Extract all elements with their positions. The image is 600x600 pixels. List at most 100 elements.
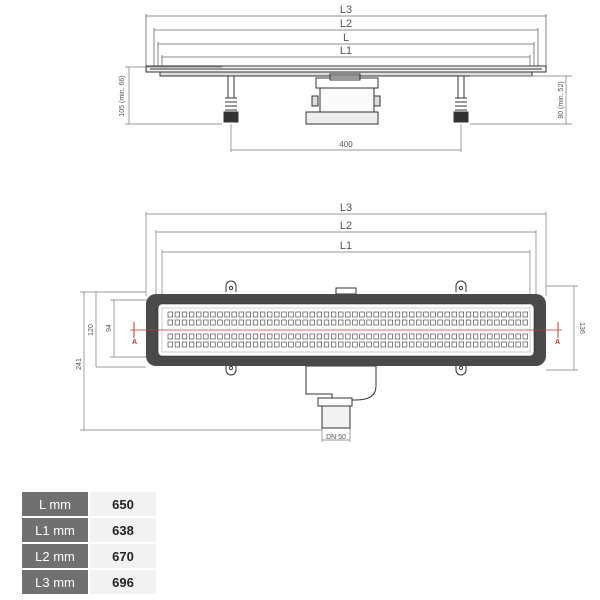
grate-slot xyxy=(238,319,244,326)
grate-slot xyxy=(508,333,514,340)
mounting-brackets xyxy=(225,280,467,376)
grate-slot xyxy=(401,333,408,340)
grate-slot xyxy=(373,333,379,340)
grate-slot xyxy=(508,311,514,318)
row-value: 670 xyxy=(89,543,156,570)
grate-slot xyxy=(189,341,195,348)
grate-slot xyxy=(494,333,500,340)
row-value: 638 xyxy=(89,517,156,544)
grate-slot xyxy=(167,341,173,348)
grate-slot xyxy=(380,333,386,340)
grate-slot xyxy=(288,333,294,340)
table-row: L3 mm 696 xyxy=(22,569,156,596)
grate-slot xyxy=(196,311,202,318)
grate-slot xyxy=(231,341,237,348)
grate-slot xyxy=(487,319,493,326)
dim-label-width-120: 120 xyxy=(88,324,95,336)
grate-slot xyxy=(423,333,429,340)
grate-slot xyxy=(501,319,507,326)
grate-slot xyxy=(267,333,273,340)
grate-slot xyxy=(494,341,500,348)
grate-slot xyxy=(472,319,479,326)
grate-slot xyxy=(274,311,280,318)
grate-slot xyxy=(501,311,507,318)
grate-slot xyxy=(366,311,372,318)
grate-slot xyxy=(323,319,330,326)
dim-label-width-94: 94 xyxy=(106,324,113,332)
grate-slot xyxy=(409,341,415,348)
grate-slot xyxy=(323,311,330,318)
grate-slot xyxy=(394,319,401,326)
grate-slot xyxy=(245,333,252,340)
grate-slot xyxy=(508,319,514,326)
dim-label-L1-plan: L1 xyxy=(340,240,352,252)
row-value: 696 xyxy=(89,569,156,596)
dim-label-leg-spacing: 400 xyxy=(339,140,353,149)
grate-slot xyxy=(394,333,401,340)
dim-label-L-top: L xyxy=(343,32,349,44)
grate-slot xyxy=(373,341,379,348)
grate-slot xyxy=(231,333,237,340)
grate-slot xyxy=(487,333,493,340)
grate-slot xyxy=(309,333,315,340)
grate-slot xyxy=(309,341,315,348)
grate-slot xyxy=(430,319,436,326)
grate-slot xyxy=(245,341,252,348)
grate-slot xyxy=(174,311,181,318)
grate-slot xyxy=(288,341,294,348)
grate-slot xyxy=(401,319,408,326)
grate-slot xyxy=(444,311,450,318)
grate-slot xyxy=(189,333,195,340)
grate-slot xyxy=(338,341,344,348)
grate-slot xyxy=(465,319,472,326)
grate-slot xyxy=(267,341,273,348)
grate-slot xyxy=(430,333,436,340)
grate-slot xyxy=(274,333,280,340)
row-label: L2 mm xyxy=(22,543,90,570)
grate-slot xyxy=(359,341,365,348)
grate-slot xyxy=(302,333,308,340)
grate-slot xyxy=(203,319,209,326)
grate-slot xyxy=(181,333,188,340)
grate-slot xyxy=(465,341,472,348)
grate-slot xyxy=(373,311,379,318)
grate-slot xyxy=(189,319,195,326)
grate-slot xyxy=(330,319,337,326)
grate-slot xyxy=(387,333,394,340)
grate-slot xyxy=(259,319,266,326)
grate-slot xyxy=(338,319,344,326)
grate-slot xyxy=(401,341,408,348)
grate-slot xyxy=(472,341,479,348)
grate-slot xyxy=(267,311,273,318)
grate-slot xyxy=(309,319,315,326)
grate-slot xyxy=(259,333,266,340)
dim-label-height-right: 80 (min. 52) xyxy=(558,81,565,118)
grate-slot xyxy=(451,319,457,326)
grate-slot xyxy=(217,319,223,326)
grate-slot xyxy=(217,341,223,348)
grate-slot xyxy=(281,319,287,326)
grate-slot xyxy=(515,319,521,326)
grate-slot xyxy=(380,341,386,348)
grate-slot xyxy=(252,319,259,326)
plan-view-dims xyxy=(80,212,578,442)
grate-slot xyxy=(437,319,443,326)
grate-slot xyxy=(444,341,450,348)
dim-label-width-136: 136 xyxy=(578,322,585,334)
grate-slot xyxy=(501,333,507,340)
grate-slot xyxy=(302,319,308,326)
grate-slot xyxy=(409,333,415,340)
grate-slot xyxy=(316,311,323,318)
grate-slot xyxy=(359,319,365,326)
table-row: L1 mm 638 xyxy=(22,517,156,544)
grate-slot xyxy=(174,341,181,348)
table-row: L2 mm 670 xyxy=(22,543,156,570)
row-label: L mm xyxy=(22,492,90,518)
grate-slot xyxy=(259,341,266,348)
grate-slot xyxy=(181,311,188,318)
grate-slot xyxy=(515,311,521,318)
grate-slot xyxy=(437,341,443,348)
grate-slot xyxy=(401,311,408,318)
grate-slot xyxy=(380,311,386,318)
grate-slot xyxy=(274,341,280,348)
